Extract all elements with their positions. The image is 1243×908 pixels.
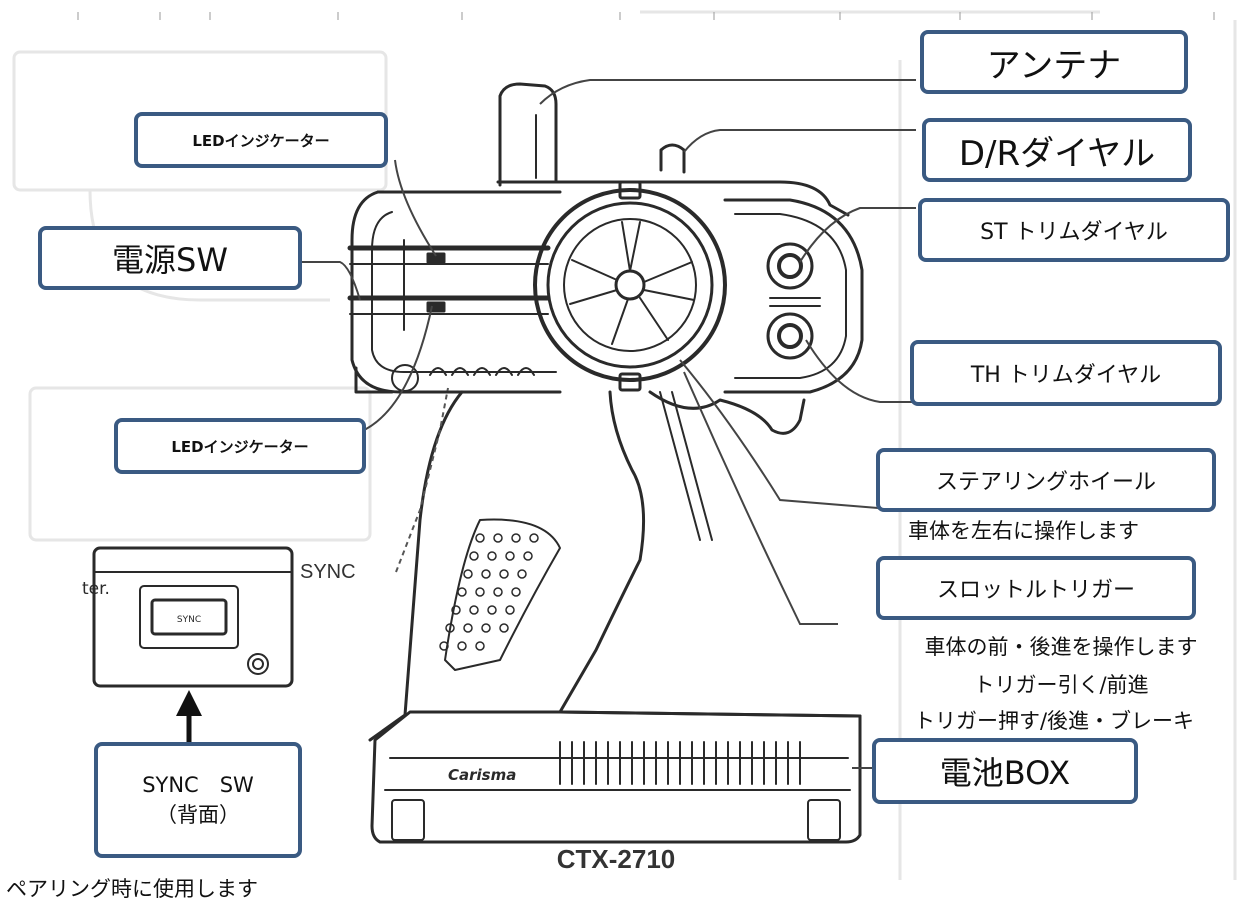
led-indicator-top-label: LEDインジケーター bbox=[192, 131, 330, 150]
inset-partial-label: ter. bbox=[82, 579, 110, 599]
th-trim-callout: TH トリムダイヤル bbox=[910, 340, 1222, 406]
sync-button-text: SYNC bbox=[177, 615, 201, 625]
dr-dial-knob bbox=[659, 143, 686, 174]
st-trim-label: ST トリムダイヤル bbox=[980, 220, 1168, 245]
sync-tag: SYNC bbox=[300, 561, 356, 583]
steering-description: 車体を左右に操作します bbox=[908, 519, 1139, 543]
st-trim-callout: ST トリムダイヤル bbox=[918, 198, 1230, 262]
antenna-shape bbox=[498, 82, 558, 187]
throttle-trigger-shape bbox=[648, 390, 806, 435]
steering-wheel-label: ステアリングホイール bbox=[935, 470, 1156, 495]
throttle-description-3: トリガー押す/後進・ブレーキ bbox=[913, 709, 1195, 733]
led-indicator-bottom-callout: LEDインジケーター bbox=[114, 418, 366, 474]
st-trim-dial-shape bbox=[766, 242, 814, 290]
steering-wheel-callout: ステアリングホイール bbox=[876, 448, 1216, 512]
sync-sw-callout: SYNC SW （背面） bbox=[94, 742, 302, 858]
transmitter-body bbox=[347, 82, 864, 844]
led-indicator-top-callout: LEDインジケーター bbox=[134, 112, 388, 168]
leader-lines bbox=[300, 79, 916, 769]
throttle-description-1: 車体の前・後進を操作します bbox=[924, 635, 1198, 659]
th-trim-label: TH トリムダイヤル bbox=[970, 363, 1162, 388]
model-label: CTX-2710 bbox=[557, 844, 676, 874]
steering-wheel-shape bbox=[533, 180, 727, 392]
power-sw-callout: 電源SW bbox=[38, 226, 302, 290]
antenna-callout: アンテナ bbox=[920, 30, 1188, 94]
grip-shape bbox=[368, 390, 464, 742]
antenna-label: アンテナ bbox=[986, 45, 1122, 86]
power-sw-label: 電源SW bbox=[112, 241, 228, 279]
throttle-description-2: トリガー引く/前進 bbox=[973, 673, 1149, 697]
sync-inset bbox=[92, 546, 294, 688]
dr-dial-label: D/Rダイヤル bbox=[958, 133, 1156, 174]
sync-leader bbox=[395, 387, 449, 573]
throttle-trigger-label: スロットルトリガー bbox=[936, 578, 1135, 603]
sync-description: ペアリング時に使用します bbox=[6, 877, 258, 901]
brand-logo: Carisma bbox=[448, 766, 516, 784]
th-trim-dial-shape bbox=[766, 312, 814, 360]
ruler-ticks bbox=[77, 12, 1215, 20]
sync-sw-label-line2: （背面） bbox=[156, 803, 240, 827]
led-indicator-bottom-label: LEDインジケーター bbox=[171, 437, 309, 456]
battery-box-shape bbox=[370, 710, 862, 844]
dr-dial-callout: D/Rダイヤル bbox=[922, 118, 1192, 182]
battery-box-label: 電池BOX bbox=[939, 754, 1071, 792]
battery-box-callout: 電池BOX bbox=[872, 738, 1138, 804]
up-arrow-icon bbox=[176, 690, 202, 745]
throttle-trigger-callout: スロットルトリガー bbox=[876, 556, 1196, 620]
sync-sw-label-line1: SYNC SW bbox=[142, 772, 254, 797]
